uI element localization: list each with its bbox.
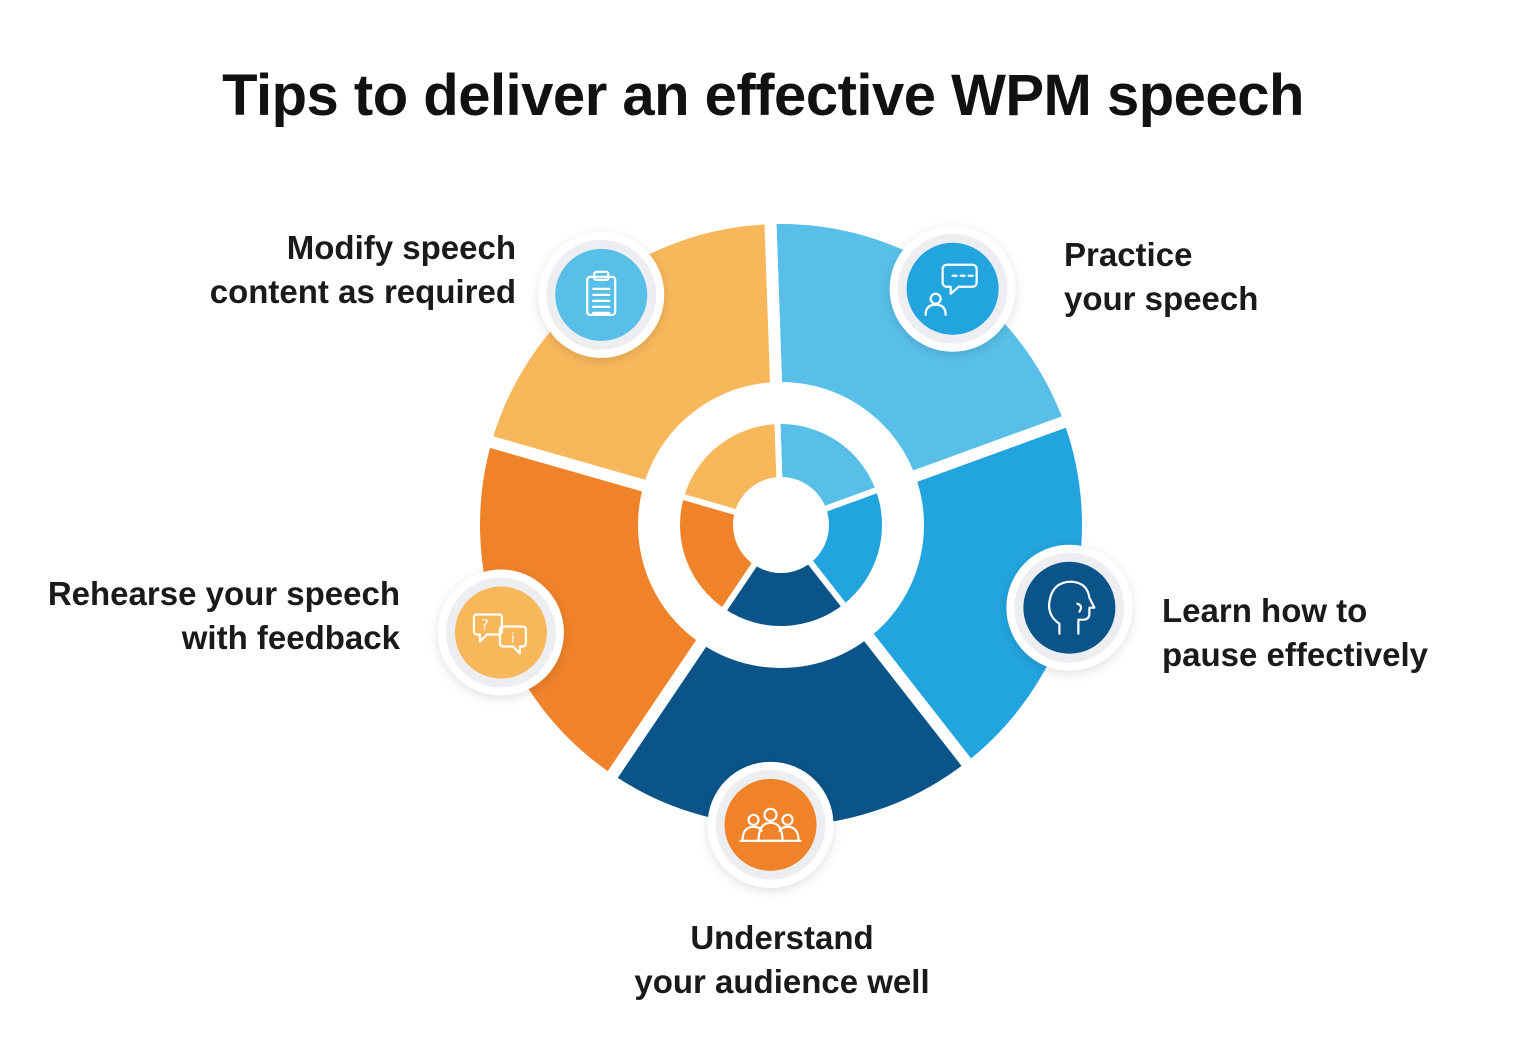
tip-label-line: content as required [209,273,516,310]
badge-modify [538,231,665,358]
badge-pause [1006,544,1133,671]
clipboard-icon [586,270,617,317]
tip-label-modify: Modify speech content as required [150,226,516,314]
tip-label-line: Learn how to [1162,592,1368,629]
tip-label-audience: Understand your audience well [560,916,1004,1004]
speaker-bubble-icon [924,263,978,316]
tip-label-line: your audience well [634,963,930,1000]
tip-label-line: with feedback [181,619,400,656]
info-glyph: i [511,632,515,647]
icon-badges: ?i [437,225,1133,888]
badge-audience [707,761,834,888]
tip-label-pause: Learn how to pause effectively [1162,589,1502,677]
tip-label-line: Rehearse your speech [47,575,400,612]
tip-label-line: Understand [690,919,874,956]
badge-rehearse: ?i [437,569,564,696]
center-hole [733,477,829,573]
head-profile-icon [1048,580,1096,635]
badge-practice [889,225,1016,352]
question-mark-glyph: ? [481,618,488,634]
tip-label-rehearse: Rehearse your speech with feedback [30,572,400,660]
tip-label-line: Practice [1064,236,1193,273]
badge-disc [724,778,817,871]
audience-icon [739,807,802,842]
badge-disc [906,242,999,335]
tip-label-line: pause effectively [1162,636,1428,673]
badge-disc [1023,561,1116,654]
tip-label-line: your speech [1064,280,1259,317]
page-title: Tips to deliver an effective WPM speech [222,63,1304,128]
tip-label-line: Modify speech [286,229,516,266]
tip-label-practice: Practice your speech [1064,233,1424,321]
chat-feedback-icon: ?i [472,613,528,655]
